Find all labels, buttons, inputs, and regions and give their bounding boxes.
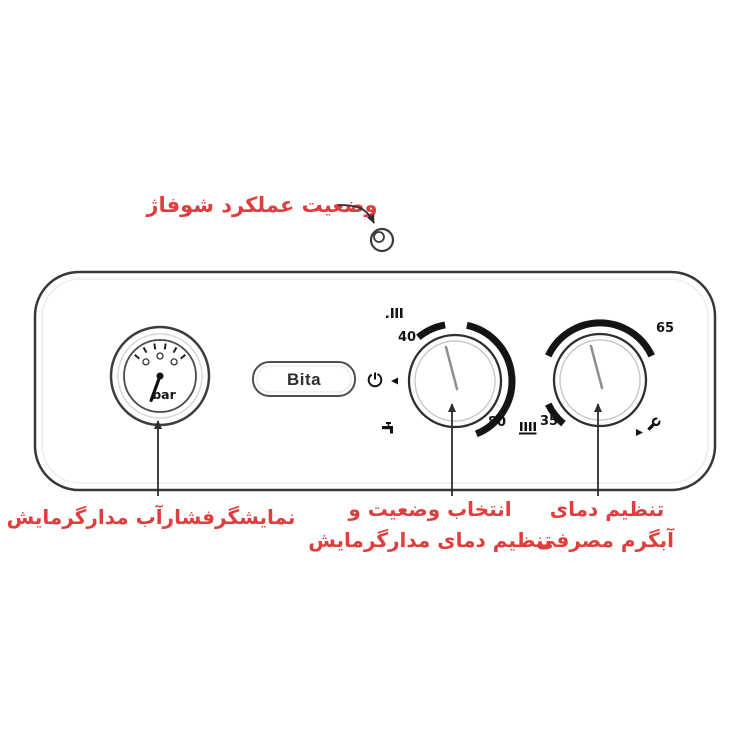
- selector-triangle-icon: [636, 429, 643, 436]
- heating-knob-pointer: [444, 345, 459, 391]
- pressure-gauge: bar: [109, 325, 211, 427]
- dhw-knob-pointer: [589, 344, 604, 390]
- dhw-min-label: 35: [540, 414, 558, 429]
- brand-label: Bita: [287, 370, 321, 389]
- power-standby-icon: [367, 372, 383, 388]
- radiator-base-icon: [519, 422, 537, 435]
- control-panel: [33, 270, 717, 492]
- brand-badge: Bita: [252, 361, 356, 397]
- hot-water-tap-icon: [382, 422, 393, 434]
- dhw-caption-line2: آبگرم مصرفی: [536, 527, 675, 552]
- selector-triangle-icon: [391, 377, 398, 385]
- heating-knob-arc: [416, 321, 516, 438]
- gauge-scale-symbols: [142, 352, 178, 366]
- gauge-needle-pivot: [156, 372, 164, 380]
- heating-max-label: 80: [488, 415, 506, 430]
- dhw-caption-line1: تنظیم دمای: [550, 497, 664, 521]
- dhw-knob-arc: [545, 319, 655, 427]
- heating-caption-line1: انتخاب وضعیت و: [347, 497, 511, 521]
- gauge-unit-label: bar: [152, 387, 176, 402]
- heating-caption-line2: تنظیم دمای مدارگرمایش: [308, 528, 551, 552]
- gauge-ticks: [134, 343, 186, 360]
- gauge-needle: [149, 374, 162, 402]
- control-panel-inner-edge: [41, 278, 709, 484]
- radiator-icon: [386, 308, 403, 318]
- indicator-leader-line: [337, 204, 375, 224]
- gauge-caption: نمایشگرفشارآب مدارگرمایش: [7, 504, 296, 529]
- status-led-icon: [369, 227, 395, 253]
- service-wrench-icon: [647, 417, 661, 431]
- dhw-max-label: 65: [656, 321, 674, 336]
- dhw-knob[interactable]: 65 35: [519, 319, 674, 436]
- heating-min-label: 40: [398, 330, 416, 345]
- heating-knob[interactable]: 40 80: [367, 308, 516, 438]
